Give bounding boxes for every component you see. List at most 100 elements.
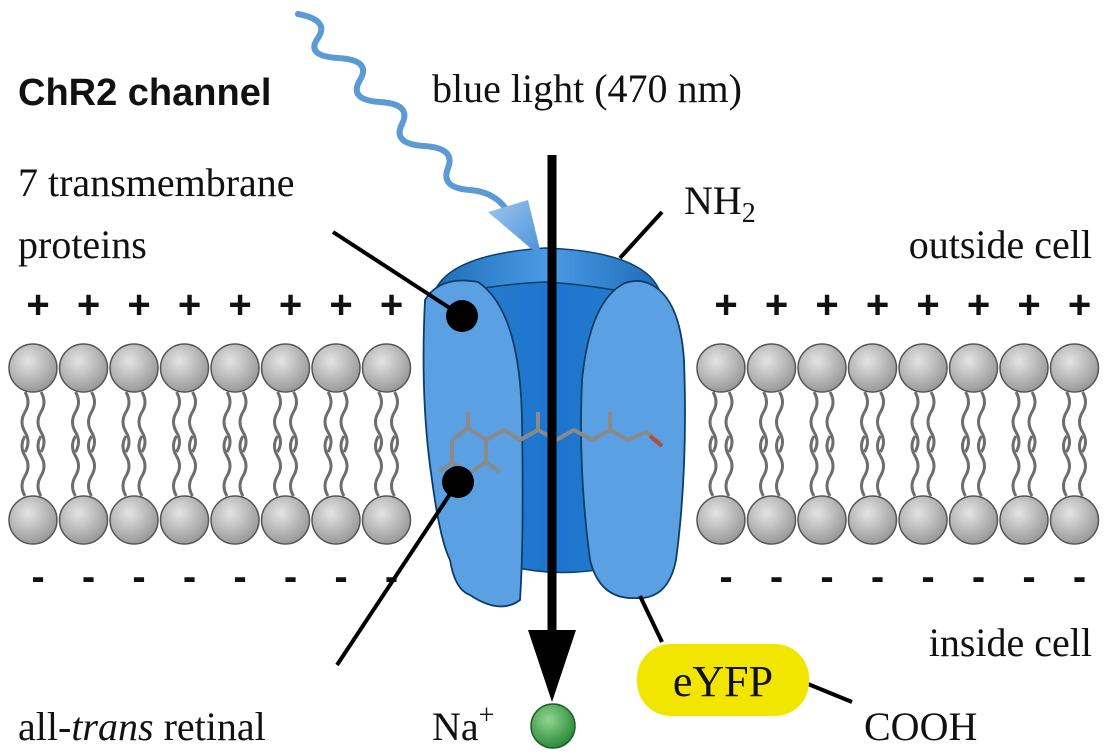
lipid-tail (1011, 391, 1021, 453)
negative-charge-sign: - (820, 555, 833, 599)
negative-charge-sign: - (770, 555, 783, 599)
lipid-tail (390, 435, 399, 497)
negative-charge-sign: - (132, 555, 145, 599)
lipid-head-top (999, 343, 1049, 393)
negative-charge-sign: - (921, 555, 934, 599)
lipid-tail (20, 435, 30, 497)
lipid-tail (36, 391, 46, 453)
positive-charge-sign: + (26, 283, 49, 327)
lipid-tail (172, 391, 181, 453)
lipid-tail (273, 391, 282, 453)
lipid-head-bottom (8, 495, 58, 545)
lipid-head-top (8, 343, 58, 393)
lipid-head-top (260, 343, 311, 393)
lipid-head-top (210, 343, 260, 393)
ion-flow-arrow (528, 155, 576, 702)
lipid-head-bottom (797, 495, 847, 545)
retinal-molecule (438, 412, 662, 476)
positive-charge-sign: + (1068, 283, 1091, 327)
eyfp-tag (637, 644, 809, 716)
eyfp-label: eYFP (673, 657, 773, 706)
positive-charge-sign: + (228, 283, 251, 327)
lipid-tail (289, 435, 298, 497)
negative-charge-sign: - (719, 555, 732, 599)
lipid-tail (724, 391, 734, 453)
lipid-tail (323, 391, 333, 453)
lipid-head-bottom (159, 495, 210, 545)
lipid-tail (1062, 391, 1071, 453)
lipid-head-bottom (361, 495, 412, 545)
lipid-tail (961, 391, 970, 453)
lipid-tail (860, 391, 869, 453)
lipid-tail (87, 435, 96, 497)
lipid-tail (273, 435, 282, 497)
lipid-tail (390, 391, 399, 453)
lipid-tail (36, 435, 46, 497)
lipid-head-top (847, 343, 898, 393)
lipid-tail (172, 435, 181, 497)
lipid-tail (775, 435, 784, 497)
lipid-head-top (746, 343, 797, 393)
negative-charges: ---------------- (31, 555, 1086, 599)
lipid-tail (339, 435, 349, 497)
lipid-tail (222, 391, 232, 453)
lipid-head-bottom (109, 495, 159, 545)
channel-left-helix (422, 279, 524, 608)
positive-charge-sign: + (967, 283, 990, 327)
lipid-tail (188, 391, 197, 453)
lipid-tail (825, 435, 835, 497)
negative-charge-sign: - (334, 555, 347, 599)
positive-charge-sign: + (815, 283, 838, 327)
retinal-leader-line (335, 480, 460, 667)
negative-charge-sign: - (31, 555, 44, 599)
diagram-title: ChR2 channel (18, 72, 271, 114)
lipid-tail (759, 435, 768, 497)
lipid-head-bottom (847, 495, 898, 545)
positive-charge-sign: + (279, 283, 302, 327)
lipid-tail (1078, 391, 1087, 453)
lipid-tail (339, 391, 349, 453)
nh2-leader-line (618, 210, 664, 260)
lipid-head-bottom (210, 495, 260, 545)
lipid-tail (374, 435, 383, 497)
light-wave (295, 11, 511, 215)
lipid-tail (1027, 391, 1037, 453)
lipid-bilayer-left (8, 343, 412, 545)
negative-charge-sign: - (1022, 555, 1035, 599)
lipid-tail (71, 435, 80, 497)
lipid-tail (809, 435, 819, 497)
lipid-head-top (311, 343, 361, 393)
inside-cell-label: inside cell (929, 620, 1092, 665)
ion-arrowhead (528, 630, 576, 702)
lipid-head-bottom (1049, 495, 1100, 545)
positive-charge-sign: + (866, 283, 889, 327)
protein-marker-dot (446, 300, 478, 332)
blue-light-arrow (295, 11, 542, 258)
lipid-tail (323, 435, 333, 497)
lipid-head-bottom (260, 495, 311, 545)
negative-charge-sign: - (183, 555, 196, 599)
lipid-tail (1062, 435, 1071, 497)
lipid-head-top (58, 343, 109, 393)
positive-charge-sign: + (916, 283, 939, 327)
negative-charge-sign: - (82, 555, 95, 599)
lipid-tail (121, 391, 131, 453)
lipid-tail (137, 391, 147, 453)
retinal-marker-dot (442, 466, 474, 498)
lipid-head-bottom (948, 495, 999, 545)
protein-label-line2: proteins (18, 222, 147, 267)
lipid-head-top (1049, 343, 1100, 393)
lipid-head-top (109, 343, 159, 393)
lipid-tail (1027, 435, 1037, 497)
lipid-tail (910, 435, 920, 497)
negative-charge-sign: - (1073, 555, 1086, 599)
lipid-tail (876, 435, 885, 497)
lipid-tail (977, 391, 986, 453)
lipid-tail (1078, 435, 1087, 497)
lipid-tail (222, 435, 232, 497)
lipid-tail (876, 391, 885, 453)
lipid-head-top (159, 343, 210, 393)
lipid-head-top (948, 343, 999, 393)
retinal-end (648, 434, 664, 448)
